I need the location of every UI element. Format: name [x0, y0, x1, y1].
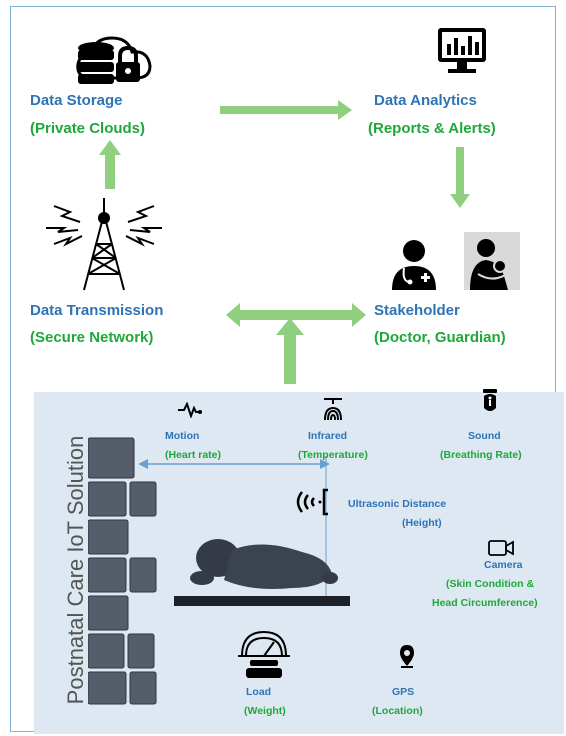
transmission-subtitle: (Secure Network)	[30, 329, 154, 346]
camera-title: Camera	[484, 559, 523, 571]
solution-title: Postnatal Care IoT Solution	[63, 435, 88, 705]
scale-icon	[238, 630, 290, 678]
baby-on-mattress	[174, 539, 350, 606]
cloud-database-lock-icon	[76, 36, 152, 84]
arrow-analytics-to-stakeholder	[450, 147, 470, 208]
storage-title: Data Storage	[30, 92, 123, 109]
ultrasonic-title: Ultrasonic Distance	[348, 498, 447, 510]
motion-subtitle: (Heart rate)	[165, 449, 222, 461]
sound-sensor-icon	[483, 389, 497, 411]
load-title: Load	[246, 686, 272, 698]
analytics-subtitle: (Reports & Alerts)	[368, 120, 496, 137]
arrow-storage-to-analytics	[220, 100, 352, 120]
crib-panels	[88, 437, 157, 705]
storage-subtitle: (Private Clouds)	[30, 120, 146, 137]
camera-icon	[488, 540, 514, 556]
gps-subtitle: (Location)	[372, 705, 423, 717]
stakeholder-title: Stakeholder	[374, 302, 460, 319]
ultrasonic-icon	[296, 488, 328, 516]
camera-subtitle-line2: Head Circumference)	[432, 597, 538, 609]
infrared-title: Infrared	[308, 430, 348, 442]
arrow-transmission-stakeholder	[226, 303, 366, 327]
arrow-solution-up	[276, 318, 304, 384]
infrared-sensor-icon	[324, 398, 342, 421]
transmission-tower-icon	[46, 198, 162, 291]
doctor-icon	[392, 240, 436, 290]
gps-title: GPS	[392, 686, 415, 698]
transmission-title: Data Transmission	[30, 302, 164, 319]
camera-subtitle-line1: (Skin Condition &	[446, 578, 535, 590]
motion-title: Motion	[165, 430, 200, 442]
infrared-subtitle: (Temperature)	[298, 449, 368, 461]
load-subtitle: (Weight)	[244, 705, 286, 717]
sound-title: Sound	[468, 430, 501, 442]
analytics-title: Data Analytics	[374, 92, 477, 109]
monitor-chart-icon	[438, 28, 486, 73]
mother-baby-icon	[464, 232, 520, 290]
sound-subtitle: (Breathing Rate)	[440, 449, 522, 461]
stakeholder-subtitle: (Doctor, Guardian)	[374, 329, 506, 346]
pulse-icon	[178, 402, 202, 418]
gps-pin-icon	[400, 645, 414, 668]
ultrasonic-subtitle: (Height)	[402, 517, 442, 529]
arrow-transmission-to-storage	[99, 140, 121, 189]
